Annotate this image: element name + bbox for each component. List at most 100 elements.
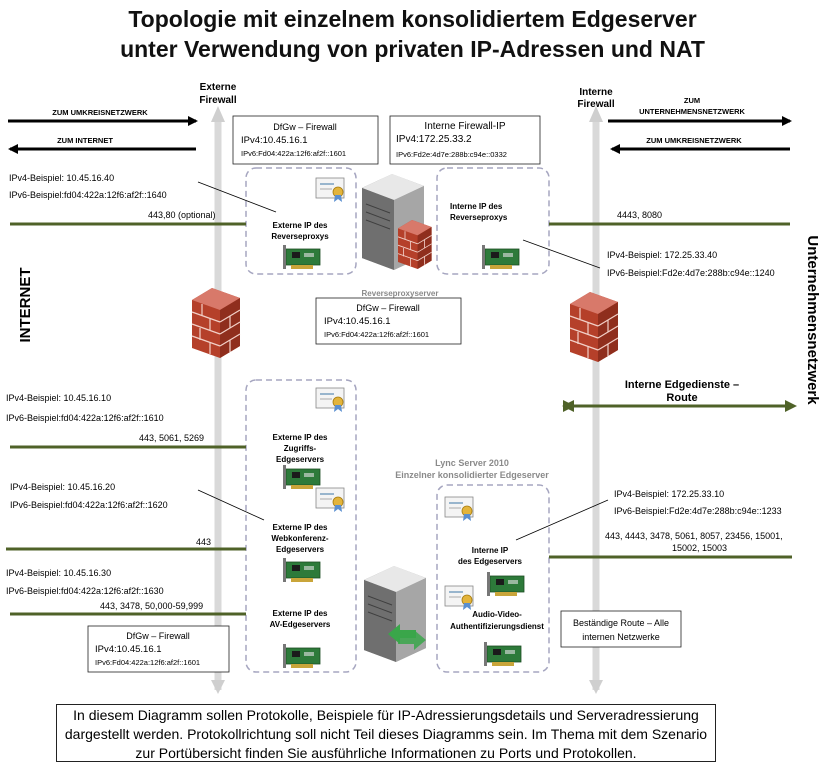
rp-internal-nic-icon [481,244,520,270]
av-auth-label-1: Audio-Video- [472,610,522,619]
edge-internal-ports-1: 443, 4443, 3478, 5061, 8057, 23456, 1500… [605,531,783,541]
gateway-box-edge [87,625,230,673]
edge-av-ipv6: IPv6-Beispiel:fd04:422a:12f6:af2f::1630 [6,586,164,596]
external-firewall-wall-icon [191,287,241,359]
edge-access-label-3: Edgeservers [276,455,325,464]
edge-access-label-2: Zugriffs- [284,444,317,453]
rp-external-ip-label-2: Reverseproxys [271,232,329,241]
gateway-rp-title: DfGw – Firewall [273,122,337,132]
edge-internal-label-2: des Edgeservers [458,557,523,566]
diagram-caption: In diesem Diagramm sollen Protokolle, Be… [56,704,716,762]
edge-webconf-ipv6: IPv6-Beispiel:fd04:422a:12f6:af2f::1620 [10,500,168,510]
rp-external-callout [197,181,277,213]
gateway-box-reverse-proxy [232,115,379,165]
rp-internal-callout [522,239,601,269]
gateway-rp-below-title: DfGw – Firewall [356,303,420,313]
persistent-route-label-2: internen Netzwerke [582,632,660,642]
internal-firewall-ip-title: Interne Firewall-IP [424,121,505,132]
edge-av-label-1: Externe IP des [273,609,329,618]
edge-access-ipv4: IPv4-Beispiel: 10.45.16.10 [6,393,111,403]
arrow-corporate-label-2: UNTERNEHMENSNETZWERK [639,107,745,116]
edge-server-label-1: Lync Server 2010 [435,458,509,468]
edge-internal-cert-icon [444,496,474,522]
edge-webconf-label-3: Edgeservers [276,545,325,554]
zone-internet-label: INTERNET [17,268,34,343]
edge-internal-label-1: Interne IP [472,546,509,555]
gateway-rp-below-ipv6: IPv6:Fd04:422a:12f6:af2f::1601 [324,330,429,339]
edge-access-cert-icon [315,387,345,413]
edge-av-ipv4: IPv4-Beispiel: 10.45.16.30 [6,568,111,578]
edge-webconf-ipv4: IPv4-Beispiel: 10.45.16.20 [10,482,115,492]
edge-sync-arrow-icon [388,624,426,650]
gateway-edge-ipv6: IPv6:Fd04:422a:12f6:af2f::1601 [95,658,200,667]
internal-firewall-ip-ipv6: IPv6:Fd2e:4d7e:288b:c94e::0332 [396,150,507,159]
edge-internal-nic-icon [486,571,525,597]
internal-firewall-wall-icon [569,291,619,363]
gateway-box-rp-below [315,297,462,345]
arrow-perimeter-left-label: ZUM UMKREISNETZWERK [52,108,148,117]
internal-firewall-label-2: Firewall [577,99,614,110]
edge-server-label-2: Einzelner konsolidierter Edgeserver [395,470,549,480]
edge-av-nic-icon [282,643,321,669]
edge-external-ip-box [245,379,357,673]
reverse-proxy-firewall-icon [397,219,433,270]
rp-internal-ip-label-2: Reverseproxys [450,213,508,222]
edge-webconf-callout [197,489,265,521]
title-line-1: Topologie mit einzelnem konsolidiertem E… [128,6,697,32]
rp-external-ip-box [245,167,357,275]
internal-firewall-ip-box [389,115,541,165]
internal-firewall-label-1: Interne [579,87,613,98]
gateway-rp-below-ipv4: IPv4:10.45.16.1 [324,316,391,327]
title-line-2: unter Verwendung von privaten IP-Adresse… [120,36,705,62]
diagram-title: Topologie mit einzelnem konsolidiertem E… [0,4,825,64]
rp-external-ipv6: IPv6-Beispiel:fd04:422a:12f6:af2f::1640 [9,190,167,200]
edge-webconf-label-2: Webkonferenz- [271,534,329,543]
rp-internal-ipv4: IPv4-Beispiel: 172.25.33.40 [607,250,717,260]
rp-internal-ip-label-1: Interne IP des [450,202,503,211]
gateway-edge-ipv4: IPv4:10.45.16.1 [95,644,162,655]
gateway-edge-title: DfGw – Firewall [126,631,190,641]
external-firewall-label-2: Firewall [199,95,236,106]
edge-internal-ipv6: IPv6-Beispiel:Fd2e:4d7e:288b:c94e::1233 [614,506,782,516]
internal-route-label-1: Interne Edgedienste – [625,379,739,391]
rp-external-ipv4: IPv4-Beispiel: 10.45.16.40 [9,173,114,183]
edge-webconf-ports: 443 [196,537,211,547]
rp-internal-ports: 4443, 8080 [617,210,662,220]
gateway-rp-ipv4: IPv4:10.45.16.1 [241,135,308,146]
edge-internal-callout [515,499,609,541]
internal-route-label-2: Route [666,392,697,404]
external-firewall-axis-top [211,106,225,122]
arrow-internet-label: ZUM INTERNET [57,136,113,145]
edge-access-ports: 443, 5061, 5269 [139,433,204,443]
reverse-proxy-server-label: Reverseproxyserver [362,289,439,298]
rp-external-ports: 443,80 (optional) [148,210,216,220]
rp-external-cert-icon [315,177,345,203]
gateway-rp-ipv6: IPv6:Fd04:422a:12f6:af2f::1601 [241,149,346,158]
rp-external-nic-icon [282,244,321,270]
edge-access-ipv6: IPv6-Beispiel:fd04:422a:12f6:af2f::1610 [6,413,164,423]
edge-webconf-nic-icon [282,557,321,583]
edge-av-ports: 443, 3478, 50,000-59,999 [100,601,203,611]
external-firewall-label-1: Externe [200,82,237,93]
edge-internal-ip-box [436,484,550,673]
edge-internal-ipv4: IPv4-Beispiel: 172.25.33.10 [614,489,724,499]
arrow-perimeter-right-label: ZUM UMKREISNETZWERK [646,136,742,145]
edge-webconf-label-1: Externe IP des [273,523,329,532]
arrow-corporate-label-1: ZUM [684,96,700,105]
edge-webconf-cert-icon [315,487,345,513]
internal-edge-route-arrowhead-left [562,400,574,412]
internal-firewall-axis-top [589,106,603,122]
rp-external-ip-label-1: Externe IP des [273,221,329,230]
edge-av-auth-cert-icon [444,585,474,611]
persistent-route-box [560,610,682,648]
internal-firewall-ip-ipv4: IPv4:172.25.33.2 [396,134,472,145]
persistent-route-label-1: Beständige Route – Alle [573,618,669,628]
edge-av-label-2: AV-Edgeservers [270,620,331,629]
edge-access-nic-icon [282,464,321,490]
edge-av-auth-nic-icon [483,641,522,667]
rp-internal-ip-box [436,167,550,275]
edge-access-label-1: Externe IP des [273,433,329,442]
edge-internal-ports-2: 15002, 15003 [672,543,727,553]
